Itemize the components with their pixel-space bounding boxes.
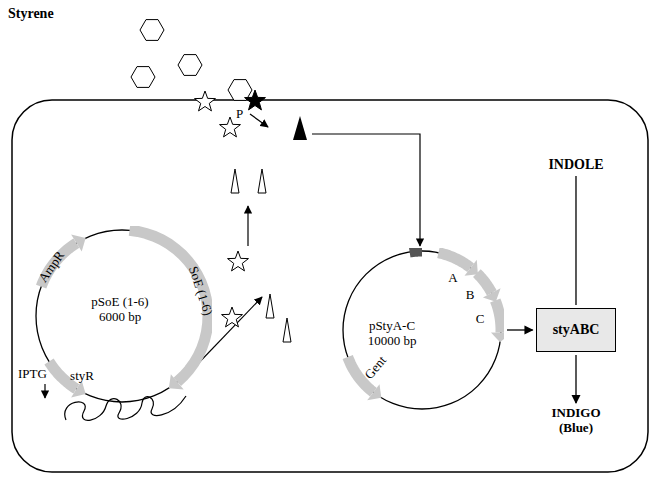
sensor-star — [195, 91, 216, 111]
plasmid-name: pSoE (1-6) 6000 bp — [84, 295, 156, 325]
promoter-block — [410, 248, 422, 257]
pathway-arrow — [575, 355, 576, 403]
gene-box: styABC — [536, 308, 617, 352]
plasmid-ring — [343, 251, 501, 409]
gene-arrowhead — [464, 260, 477, 276]
plasmid-name: pStyA-C 10000 bp — [357, 319, 427, 349]
gene-arrowhead — [491, 332, 504, 342]
gene-arrow — [495, 300, 501, 332]
gene-arrow — [438, 253, 470, 268]
regulator-triangle — [258, 169, 266, 193]
gene-label: C — [476, 312, 485, 327]
sensor-star — [228, 251, 249, 271]
phosphorylation-arrow — [250, 114, 268, 127]
sensor-star — [222, 307, 243, 327]
regulator-triangle — [231, 169, 239, 193]
styrene-hexagon — [178, 55, 202, 76]
styrene-hexagon — [131, 67, 155, 88]
regulator-triangle — [266, 294, 274, 318]
export-arrow — [247, 206, 248, 246]
compound-name: INDOLE — [548, 157, 603, 173]
compound-name: INDIGO (Blue) — [543, 406, 609, 436]
compound-label: INDIGO (Blue) — [543, 406, 609, 436]
compound-label: INDOLE — [548, 157, 603, 173]
gene-label: styR — [70, 369, 94, 384]
signal-label: P — [236, 106, 243, 122]
active-regulator-triangle — [293, 116, 307, 140]
plasmid-circle: pSoE (1-6) 6000 bp AmpR SoE (1-6) styR — [32, 226, 212, 406]
signal-label: IPTG — [18, 366, 47, 382]
mrna-squiggle — [65, 396, 186, 420]
active-sensor-star — [245, 90, 266, 110]
pathway-arrow — [575, 176, 576, 305]
induction-arrow — [44, 384, 45, 398]
gene-arrowhead — [367, 384, 381, 400]
gene-arrow — [477, 273, 492, 293]
gene-arrowhead — [71, 380, 86, 397]
gene-label: AmpR — [36, 249, 68, 286]
gene-arrowhead — [71, 235, 86, 252]
styrene-hexagon — [140, 20, 164, 41]
gene-name: styABC — [553, 322, 600, 338]
activation-arrow — [312, 134, 420, 246]
gene-label: A — [448, 271, 457, 286]
gene-label: SoE (1-6) — [185, 264, 215, 317]
gene-label: B — [466, 288, 475, 303]
plasmid-outline — [340, 248, 504, 412]
plasmid-ring — [36, 230, 208, 402]
compound-name: Styrene — [8, 6, 54, 22]
plasmid-circle: pStyA-C 10000 bpGentABC — [340, 248, 504, 412]
gene-arrowhead — [169, 374, 184, 389]
pathway-arrow — [507, 329, 533, 330]
cell-outline — [12, 100, 648, 472]
regulator-triangle — [283, 318, 291, 342]
